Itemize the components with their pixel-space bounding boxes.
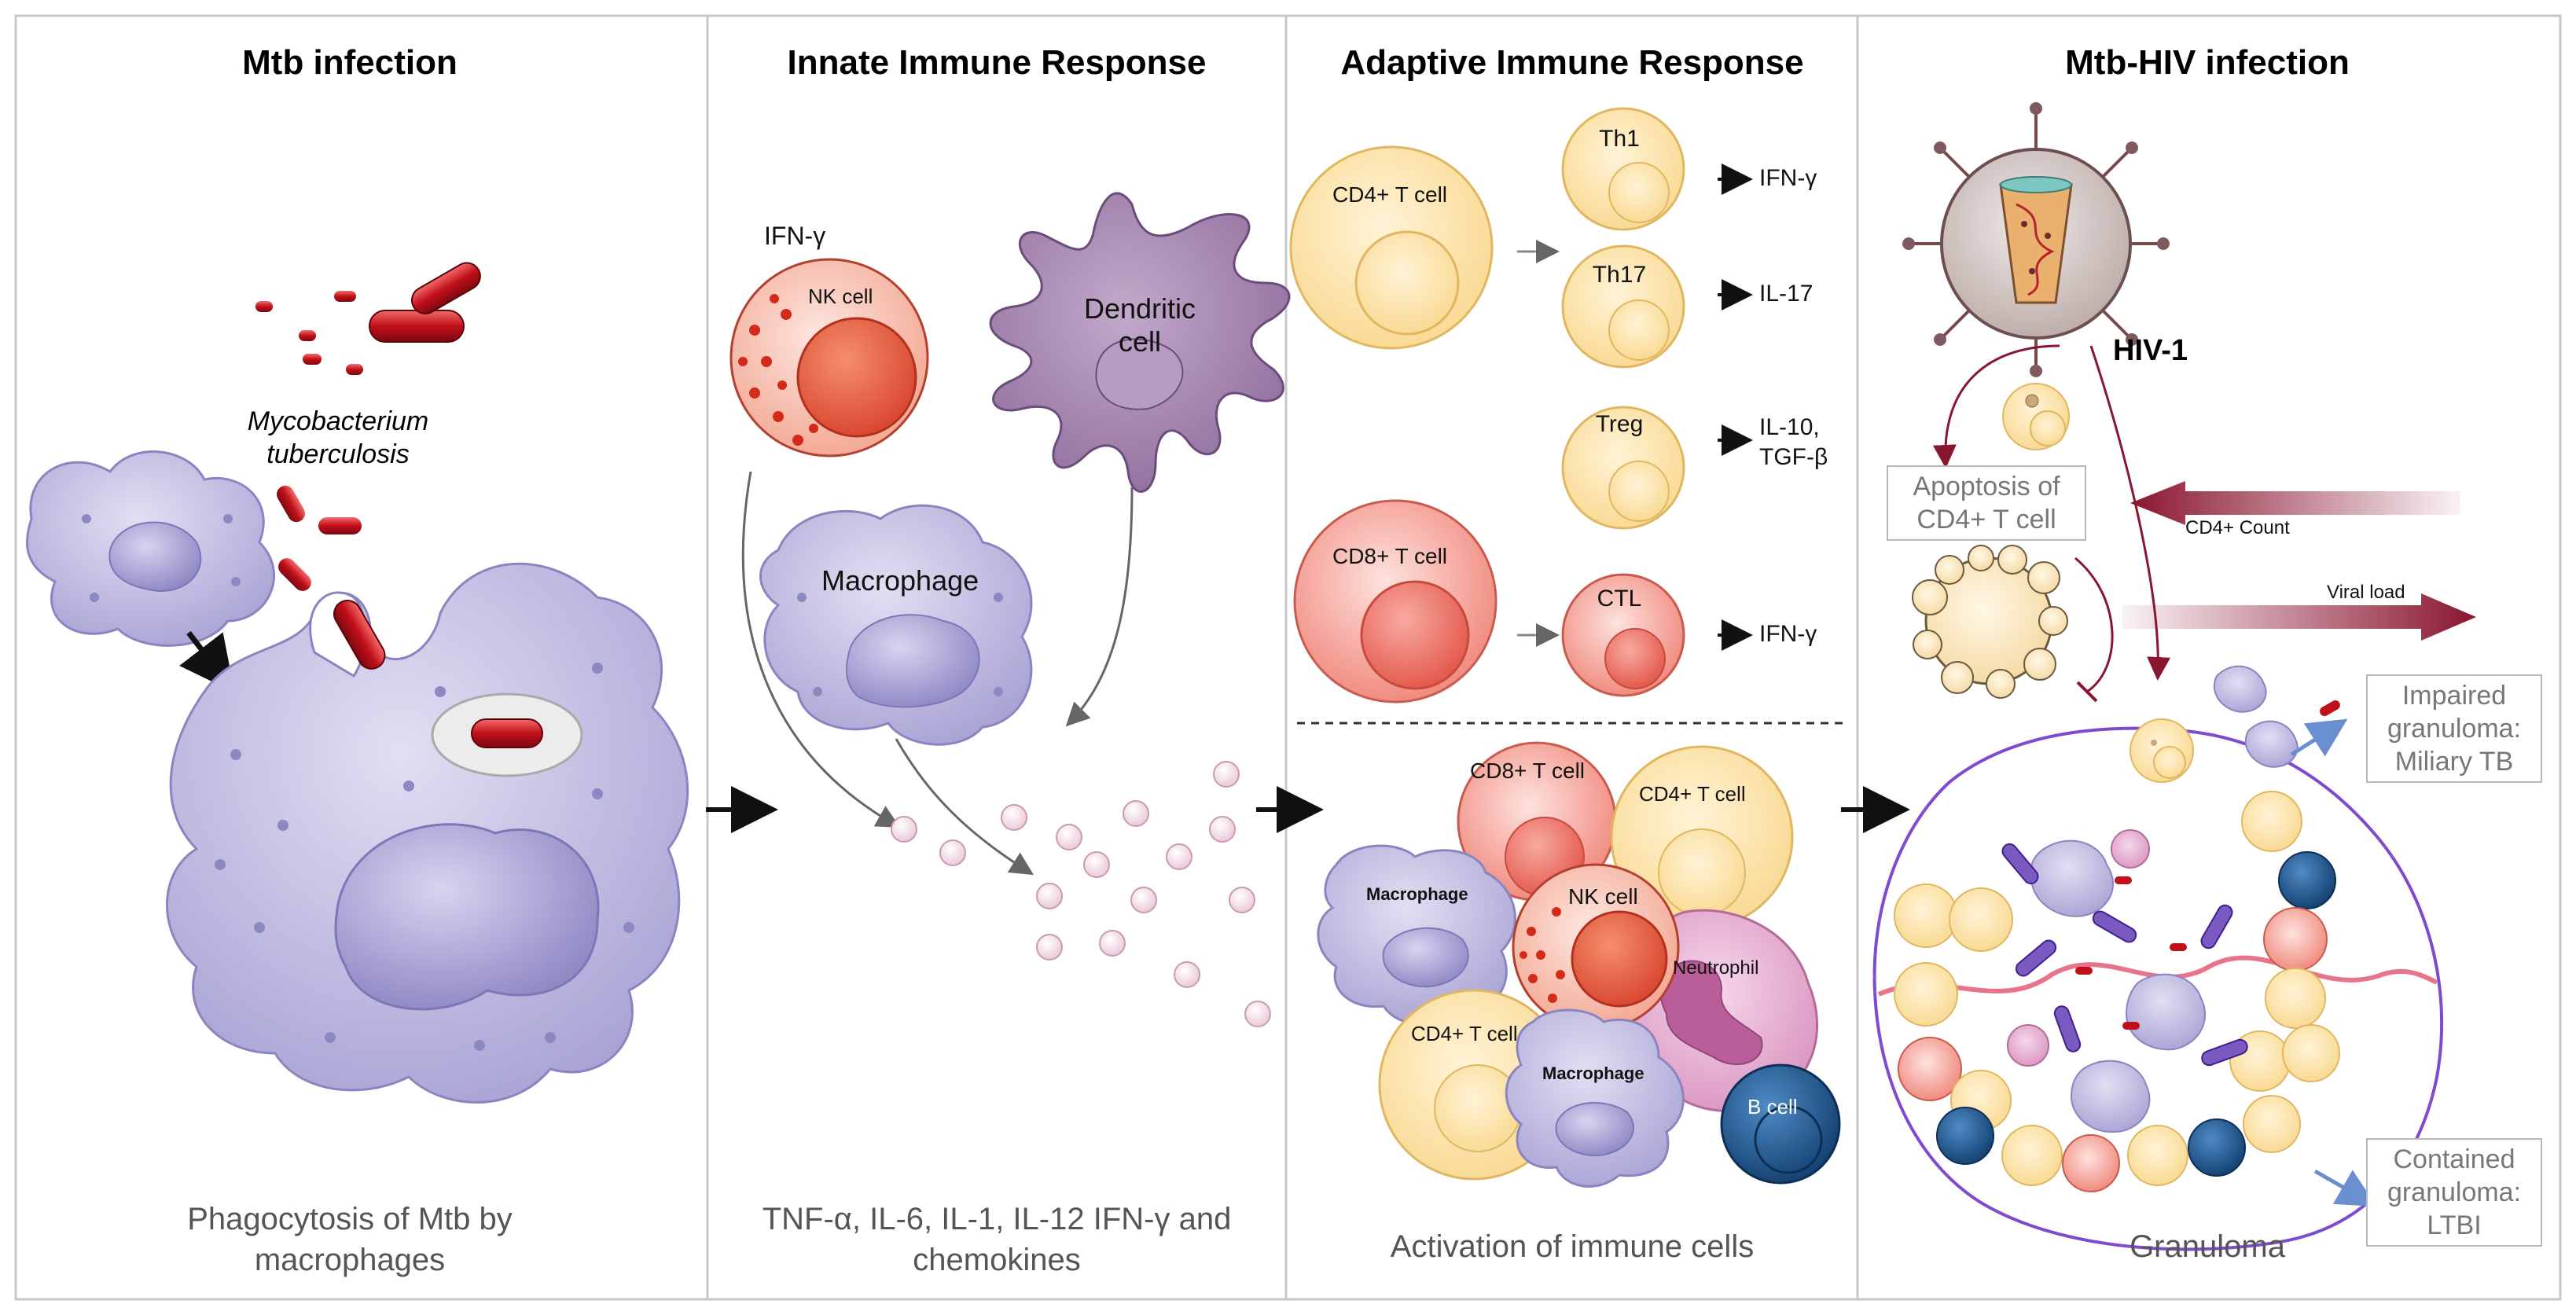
ctl-output: IFN-γ xyxy=(1759,621,1817,647)
panel-footer-adaptive: Activation of immune cells xyxy=(1390,1229,1755,1264)
apoptosis-line2: CD4+ T cell xyxy=(1916,505,2056,534)
hiv-label: HIV-1 xyxy=(2113,334,2188,367)
ifn-gamma-label: IFN-γ xyxy=(764,222,826,250)
cluster-cd4-bottom-label: CD4+ T cell xyxy=(1411,1022,1518,1045)
macrophage-label: Macrophage xyxy=(821,564,979,597)
panel-title-mtb: Mtb infection xyxy=(242,43,458,82)
treg-output: IL-10, TGF-β xyxy=(1759,413,1828,472)
cd8-t-cell xyxy=(1293,499,1497,703)
dendritic-label-line2: cell xyxy=(1118,325,1162,358)
cluster-cd4-top-label: CD4+ T cell xyxy=(1639,782,1746,806)
ctl-cell xyxy=(1561,573,1685,697)
dendritic-label-line1: Dendritic xyxy=(1083,292,1196,325)
contained-granuloma-box: Contained granuloma: LTBI xyxy=(2366,1138,2542,1247)
inhibit-bar xyxy=(2076,681,2098,703)
figure-frame xyxy=(14,14,2562,1301)
hiv-to-granuloma-arrow xyxy=(2089,345,2171,681)
granuloma xyxy=(1872,700,2444,1251)
contained-line1: Contained xyxy=(2393,1144,2515,1174)
panel-title-adaptive: Adaptive Immune Response xyxy=(1340,43,1804,82)
cluster-bcell-label: B cell xyxy=(1747,1095,1798,1118)
apoptotic-cell xyxy=(1912,545,2068,699)
th1-cell xyxy=(1561,107,1685,231)
hiv-virus xyxy=(1902,102,2170,377)
treg-output-line1: IL-10, xyxy=(1759,414,1820,440)
panel-footer-mtb: Phagocytosis of Mtb by macrophages xyxy=(187,1202,513,1277)
escaping-cells xyxy=(2151,665,2299,768)
cd8-label: CD8+ T cell xyxy=(1332,544,1448,568)
apoptosis-box: Apoptosis of CD4+ T cell xyxy=(1887,465,2086,541)
contained-line2: granuloma: xyxy=(2387,1177,2522,1207)
mtb-label: Mycobacterium tuberculosis xyxy=(208,405,468,471)
nk-cell xyxy=(729,258,929,457)
impaired-line1: Impaired xyxy=(2401,681,2507,711)
th1-output: IFN-γ xyxy=(1759,165,1817,191)
cluster-macrophage-2-label: Macrophage xyxy=(1542,1063,1644,1083)
dendritic-cell xyxy=(989,192,1291,493)
cluster-neutrophil-label: Neutrophil xyxy=(1673,957,1759,979)
viral-load-label: Viral load xyxy=(2327,582,2405,603)
impaired-line3: Miliary TB xyxy=(2394,747,2514,777)
mtb-label-line1: Mycobacterium xyxy=(247,406,429,436)
th1-label: Th1 xyxy=(1599,126,1640,152)
ctl-label: CTL xyxy=(1597,586,1642,612)
small-macrophage xyxy=(26,450,275,647)
th17-cell xyxy=(1561,244,1685,369)
impaired-arrow xyxy=(2290,718,2348,757)
cd4-count-arrow xyxy=(2130,481,2460,525)
impaired-line2: granuloma: xyxy=(2387,714,2522,744)
dendritic-cell-label: Dendritic cell xyxy=(1084,292,1196,358)
treg-output-line2: TGF-β xyxy=(1759,444,1828,470)
panel-title-innate: Innate Immune Response xyxy=(787,43,1207,82)
panel-title-hiv: Mtb-HIV infection xyxy=(2065,43,2350,82)
mtb-label-line2: tuberculosis xyxy=(266,439,410,469)
cluster-macrophage-1-label: Macrophage xyxy=(1366,884,1468,904)
treg-cell xyxy=(1561,406,1685,530)
cluster-cd8-label: CD8+ T cell xyxy=(1470,759,1586,783)
large-macrophage xyxy=(166,562,689,1104)
cd4-count-label: CD4+ Count xyxy=(2185,517,2290,538)
apoptosis-inhibit-line xyxy=(2074,556,2114,693)
macrophage-innate xyxy=(759,504,1033,746)
hiv-to-apoptosis-arrow xyxy=(1932,344,2060,468)
infected-cd4-cell xyxy=(2002,383,2070,450)
contained-arrow xyxy=(2313,1169,2377,1207)
cd4-t-cell xyxy=(1289,145,1494,350)
cd4-label: CD4+ T cell xyxy=(1332,182,1448,207)
impaired-granuloma-box: Impaired granuloma: Miliary TB xyxy=(2366,674,2542,783)
viral-load-arrow xyxy=(2122,593,2476,641)
contained-line3: LTBI xyxy=(2427,1210,2482,1240)
apoptosis-line1: Apoptosis of xyxy=(1913,472,2060,501)
mtb-bacteria xyxy=(255,262,543,748)
panel-footer-innate: TNF-α, IL-6, IL-1, IL-12 IFN-γ and chemo… xyxy=(762,1202,1232,1277)
immune-cell-cluster xyxy=(1317,741,1841,1188)
th17-label: Th17 xyxy=(1592,262,1647,288)
th17-output: IL-17 xyxy=(1759,281,1813,307)
nk-cell-label: NK cell xyxy=(808,285,873,308)
cluster-nk-label: NK cell xyxy=(1568,884,1638,909)
treg-label: Treg xyxy=(1595,411,1644,437)
cytokines xyxy=(891,761,1271,1027)
innate-signal-arrows xyxy=(741,471,1134,876)
panel-footer-hiv: Granuloma xyxy=(2130,1229,2285,1264)
